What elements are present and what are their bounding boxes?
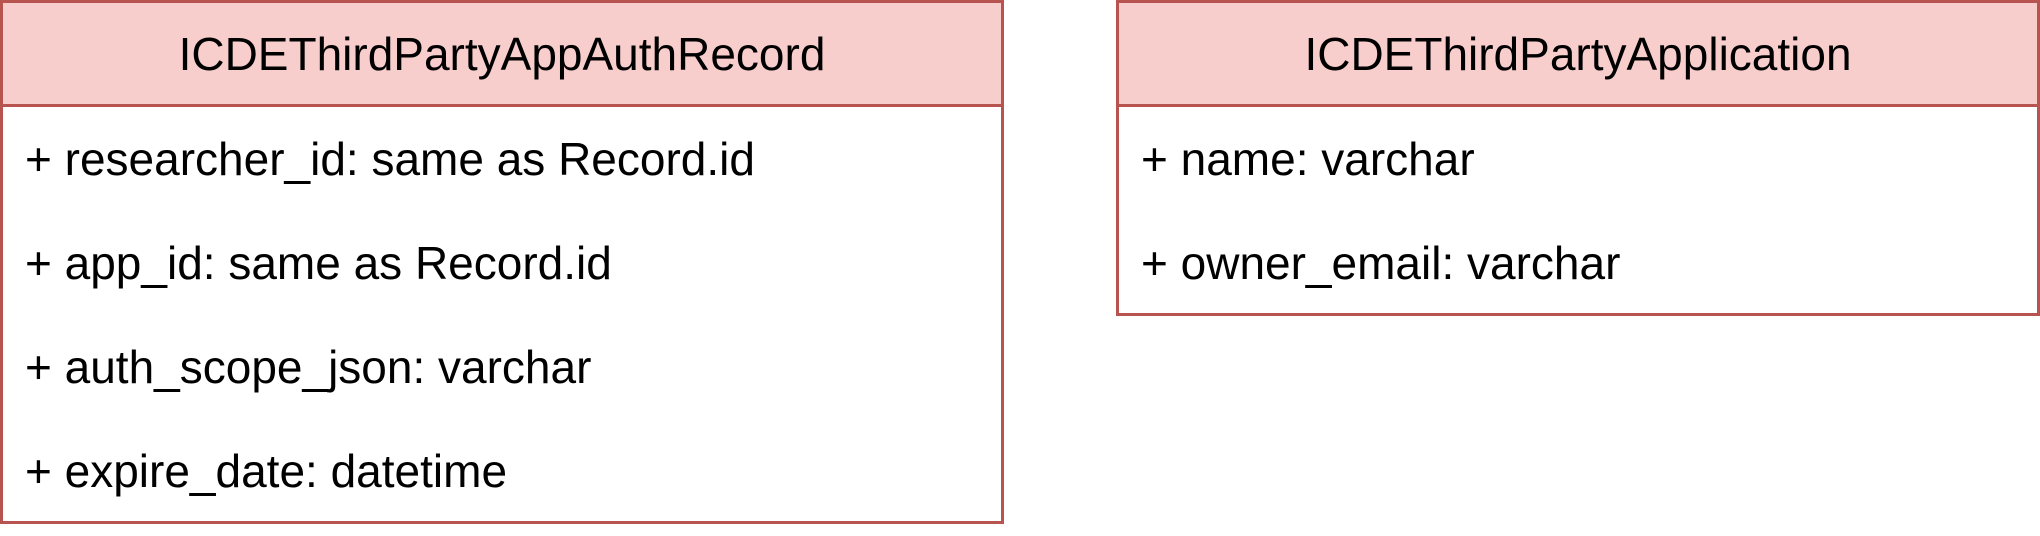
class-field-researcher-id: + researcher_id: same as Record.id: [25, 133, 755, 185]
class-title: ICDEThirdPartyAppAuthRecord: [3, 3, 1001, 107]
class-title: ICDEThirdPartyApplication: [1119, 3, 2037, 107]
class-field-owner-email: + owner_email: varchar: [1141, 237, 1621, 289]
class-field-auth-scope-json: + auth_scope_json: varchar: [25, 341, 592, 393]
class-field-app-id: + app_id: same as Record.id: [25, 237, 612, 289]
class-field-expire-date: + expire_date: datetime: [25, 445, 508, 497]
class-field-name: + name: varchar: [1141, 133, 1475, 185]
class-box-third-party-application[interactable]: ICDEThirdPartyApplication + name: varcha…: [1116, 0, 2040, 316]
class-box-auth-record[interactable]: ICDEThirdPartyAppAuthRecord + researcher…: [0, 0, 1004, 524]
